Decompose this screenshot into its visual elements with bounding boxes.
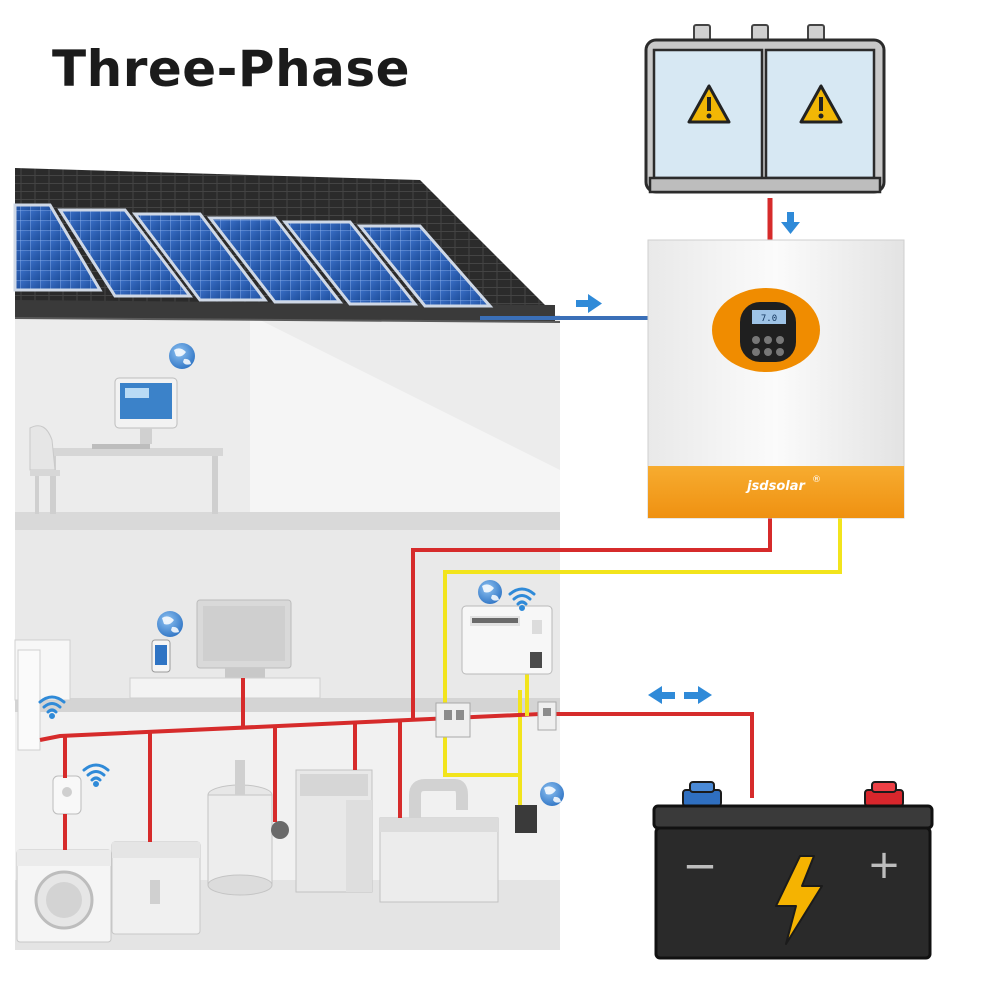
globe-icon — [169, 343, 195, 369]
inverter: 7.0 jsdsolar ® — [648, 240, 904, 518]
flow-arrow-battery-bidirectional — [648, 686, 712, 704]
battery: − + — [654, 782, 932, 958]
flow-arrow-pv-to-inverter — [576, 294, 602, 313]
energy-meter — [462, 606, 552, 674]
inverter-trademark: ® — [812, 475, 821, 485]
inverter-lcd: 7.0 — [761, 314, 777, 324]
flow-arrow-grid-to-inverter — [781, 212, 800, 234]
grid-meter-box — [646, 25, 884, 192]
inverter-brand: jsdsolar — [745, 479, 806, 494]
house — [15, 168, 560, 950]
battery-minus: − — [682, 841, 717, 890]
battery-plus: + — [867, 842, 901, 888]
globe-icon — [157, 611, 183, 637]
globe-icon — [478, 580, 502, 604]
globe-icon — [540, 782, 564, 806]
